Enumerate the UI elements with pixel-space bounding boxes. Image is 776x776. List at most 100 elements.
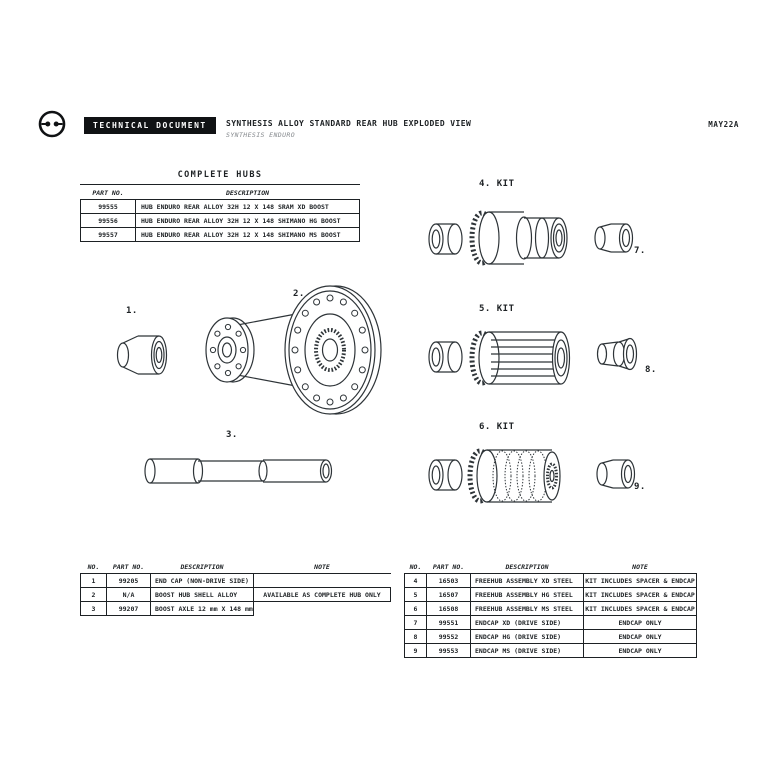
part-2-label: 2. <box>293 289 305 299</box>
table-cell: 4 <box>404 573 427 588</box>
part-7-label: 7. <box>634 246 646 256</box>
table-cell <box>254 574 391 588</box>
table-cell: 99207 <box>106 601 151 616</box>
table-cell: 9 <box>404 643 427 658</box>
column-header: NO. <box>80 560 107 574</box>
column-header: DESCRIPTION <box>135 186 360 200</box>
table-cell: AVAILABLE AS COMPLETE HUB ONLY <box>253 587 391 602</box>
table-cell: 1 <box>80 573 107 588</box>
kit-5-label: 5. KIT <box>479 304 515 314</box>
document-subtitle: SYNTHESIS ENDURO <box>226 131 296 139</box>
table-cell <box>254 602 391 616</box>
part-8-endcap-hg-drawing <box>596 337 638 371</box>
table-cell: 99551 <box>426 615 471 630</box>
column-header: PART NO. <box>426 560 471 574</box>
table-cell: 99556 <box>80 213 136 228</box>
table-cell: 99205 <box>106 573 151 588</box>
table-cell: HUB ENDURO REAR ALLOY 32H 12 X 148 SRAM … <box>135 199 360 214</box>
title-block: SYNTHESIS ALLOY STANDARD REAR HUB EXPLOD… <box>226 119 471 139</box>
table-cell: 99553 <box>426 643 471 658</box>
column-header: DESCRIPTION <box>150 560 254 574</box>
column-header: PART NO. <box>80 186 136 200</box>
column-header: PART NO. <box>106 560 151 574</box>
table-cell: KIT INCLUDES SPACER & ENDCAP <box>583 587 697 602</box>
table-cell: 7 <box>404 615 427 630</box>
part-1-label: 1. <box>126 306 138 316</box>
table-cell: ENDCAP ONLY <box>583 629 697 644</box>
column-header: NOTE <box>583 560 697 574</box>
table-cell: FREEHUB ASSEMBLY MS STEEL <box>470 601 584 616</box>
table-cell: 3 <box>80 601 107 616</box>
table-cell: BOOST AXLE 12 mm X 148 mm <box>150 601 254 616</box>
document-title: SYNTHESIS ALLOY STANDARD REAR HUB EXPLOD… <box>226 119 472 128</box>
table-cell: 99555 <box>80 199 136 214</box>
part-9-endcap-ms-drawing <box>596 459 636 489</box>
document-code: MAY22A <box>708 120 739 129</box>
part-1-endcap-drawing <box>116 335 168 375</box>
kit-4-label: 4. KIT <box>479 179 515 189</box>
part-3-label: 3. <box>226 430 238 440</box>
table-cell: KIT INCLUDES SPACER & ENDCAP <box>583 573 697 588</box>
kit-6-freehub-ms-drawing <box>467 448 561 504</box>
table-cell: 99552 <box>426 629 471 644</box>
table-cell: 16503 <box>426 573 471 588</box>
table-header-row: PART NO.DESCRIPTION <box>80 186 360 200</box>
column-header: NO. <box>404 560 427 574</box>
part-7-endcap-xd-drawing <box>594 223 634 253</box>
table-cell: 16508 <box>426 601 471 616</box>
kit-6-spacer-drawing <box>428 459 463 491</box>
kit-4-freehub-xd-drawing <box>469 210 568 266</box>
table-cell: BOOST HUB SHELL ALLOY <box>150 587 254 602</box>
technical-document-badge: TECHNICAL DOCUMENT <box>84 117 216 134</box>
table-cell: 8 <box>404 629 427 644</box>
table-cell: 2 <box>80 587 107 602</box>
table-cell: HUB ENDURO REAR ALLOY 32H 12 X 148 SHIMA… <box>135 227 360 242</box>
table-cell: KIT INCLUDES SPACER & ENDCAP <box>583 601 697 616</box>
part-2-hub-shell-drawing <box>205 285 382 415</box>
crankbrothers-logo-icon <box>38 110 66 138</box>
table-cell: ENDCAP XD (DRIVE SIDE) <box>470 615 584 630</box>
kit-4-spacer-drawing <box>428 223 463 255</box>
table-cell: 5 <box>404 587 427 602</box>
table-cell: ENDCAP ONLY <box>583 615 697 630</box>
part-3-axle-drawing <box>144 458 333 484</box>
table-cell: FREEHUB ASSEMBLY XD STEEL <box>470 573 584 588</box>
kit-5-spacer-drawing <box>428 341 463 373</box>
column-header: NOTE <box>253 560 391 574</box>
table-cell: ENDCAP ONLY <box>583 643 697 658</box>
table-cell: 99557 <box>80 227 136 242</box>
complete-hubs-heading: COMPLETE HUBS <box>80 170 360 185</box>
column-header: DESCRIPTION <box>470 560 584 574</box>
table-cell: 16507 <box>426 587 471 602</box>
kit-5-freehub-hg-drawing <box>469 330 571 386</box>
table-cell: ENDCAP MS (DRIVE SIDE) <box>470 643 584 658</box>
table-cell: FREEHUB ASSEMBLY HG STEEL <box>470 587 584 602</box>
table-cell: ENDCAP HG (DRIVE SIDE) <box>470 629 584 644</box>
table-cell: HUB ENDURO REAR ALLOY 32H 12 X 148 SHIMA… <box>135 213 360 228</box>
part-9-label: 9. <box>634 482 646 492</box>
part-8-label: 8. <box>645 365 657 375</box>
table-cell: 6 <box>404 601 427 616</box>
table-cell: N/A <box>106 587 151 602</box>
